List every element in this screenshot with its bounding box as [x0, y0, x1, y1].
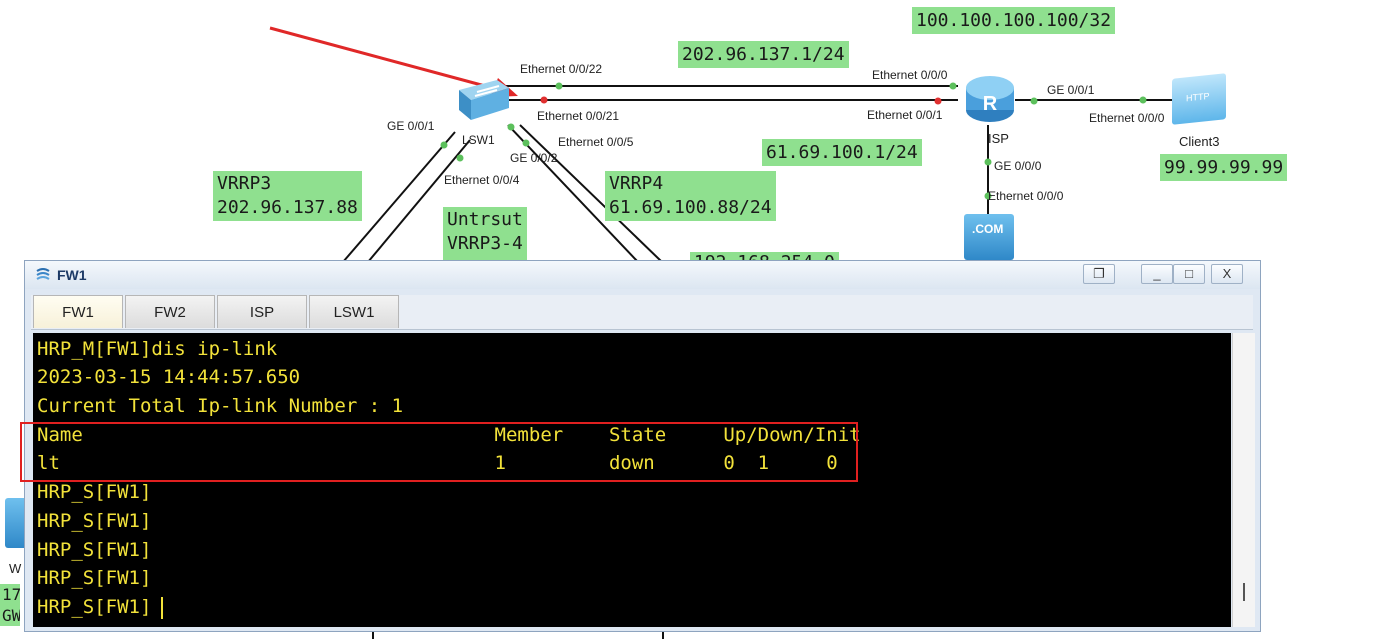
note-partial: 192.168.254.0: [690, 252, 839, 262]
link-lsw1-fw-b: [367, 139, 471, 263]
console-line: HRP_S[FW1]: [37, 510, 152, 532]
note-vrrp4-title: VRRP4: [609, 173, 664, 194]
port-label: Ethernet 0/0/1: [867, 108, 943, 122]
server-badge: .COM: [972, 222, 1004, 236]
annotation-arrow-shaft: [269, 26, 501, 92]
port-label: Ethernet 0/0/0: [988, 189, 1064, 203]
left-device-label: W: [9, 561, 22, 576]
close-button[interactable]: X: [1211, 264, 1243, 284]
console-line: HRP_S[FW1]: [37, 596, 152, 618]
note-vrrp4: VRRP4 61.69.100.88/24: [605, 171, 776, 221]
port-dot: [1030, 97, 1038, 105]
note-vrrp3-ip: 202.96.137.88: [217, 197, 358, 218]
port-dot: [984, 158, 992, 166]
console-line: Current Total Ip-link Number : 1: [37, 395, 404, 417]
console-line: Name Member State Up/Down/Init: [37, 424, 861, 446]
port-label: GE 0/0/0: [994, 159, 1042, 173]
tab-fw2[interactable]: FW2: [125, 295, 215, 328]
port-dot: [555, 82, 563, 90]
note-vrrp3: VRRP3 202.96.137.88: [213, 171, 362, 221]
console-line: lt 1 down 0 1 0: [37, 452, 838, 474]
port-label: GE 0/0/1: [387, 119, 435, 133]
client-badge: HTTP: [1186, 90, 1210, 104]
note-untrust-sub: VRRP3-4: [447, 233, 523, 254]
port-label: Ethernet 0/0/21: [537, 109, 620, 123]
note-loopback: 100.100.100.100/32: [912, 7, 1116, 34]
app-icon: [36, 268, 50, 280]
note-left-edge: 17 GW: [0, 584, 20, 626]
vertical-scrollbar[interactable]: [1232, 333, 1255, 627]
note-untrust-title: Untrsut: [447, 209, 523, 230]
port-dot: [456, 154, 464, 162]
link-lsw1-fw2-b: [519, 124, 663, 263]
maximize-button[interactable]: □: [1173, 264, 1205, 284]
port-dot: [984, 192, 992, 200]
tab-bar: FW1 FW2 ISP LSW1: [31, 295, 1253, 330]
note-isp-link1: 202.96.137.1/24: [678, 41, 849, 68]
highlight-box: [20, 422, 858, 482]
router-label: ISP: [988, 131, 1009, 146]
note-untrust: Untrsut VRRP3-4: [443, 207, 527, 261]
port-label: Ethernet 0/0/5: [558, 135, 634, 149]
client-label: Client3: [1179, 134, 1220, 149]
svg-text:R: R: [983, 93, 998, 115]
text-cursor: [161, 597, 163, 619]
scrollbar-thumb[interactable]: [1243, 583, 1245, 601]
minimize-button[interactable]: _: [1141, 264, 1173, 284]
port-label: GE 0/0/2: [510, 151, 558, 165]
console-line: HRP_S[FW1]: [37, 481, 152, 503]
server-icon[interactable]: .COM: [964, 214, 1014, 260]
note-vrrp4-ip: 61.69.100.88/24: [609, 197, 772, 218]
window-title: FW1: [57, 267, 87, 283]
console-line: HRP_S[FW1]: [37, 539, 152, 561]
link-lsw1-fw-a: [342, 131, 456, 263]
port-dot: [440, 141, 448, 149]
console-line: HRP_S[FW1]: [37, 567, 152, 589]
port-dot: [949, 82, 957, 90]
restore-button[interactable]: ❐: [1083, 264, 1115, 284]
port-dot: [1139, 96, 1147, 104]
port-label: GE 0/0/1: [1047, 83, 1095, 97]
port-dot: [507, 123, 515, 131]
port-label: Ethernet 0/0/0: [872, 68, 948, 82]
link-lsw1-fw2-a: [507, 124, 639, 263]
switch-label: LSW1: [462, 133, 495, 147]
port-dot: [522, 139, 530, 147]
note-client-ip: 99.99.99.99: [1160, 154, 1288, 181]
router-icon[interactable]: R: [964, 70, 1016, 126]
note-vrrp3-title: VRRP3: [217, 173, 272, 194]
port-label: Ethernet 0/0/22: [520, 62, 603, 76]
tab-isp[interactable]: ISP: [217, 295, 307, 328]
tab-lsw1[interactable]: LSW1: [309, 295, 399, 328]
port-label: Ethernet 0/0/4: [444, 173, 520, 187]
switch-icon[interactable]: [453, 74, 513, 124]
note-left-edge-1: 17: [2, 585, 20, 604]
note-isp-link2: 61.69.100.1/24: [762, 139, 922, 166]
port-dot: [540, 96, 548, 104]
note-left-edge-2: GW: [2, 606, 20, 625]
console-line: 2023-03-15 14:44:57.650: [37, 366, 301, 388]
window-titlebar[interactable]: FW1 ❐ _ □ X: [25, 261, 1260, 289]
port-dot: [934, 97, 942, 105]
console-line: HRP_M[FW1]dis ip-link: [37, 338, 278, 360]
port-label: Ethernet 0/0/0: [1089, 111, 1165, 125]
left-server-icon[interactable]: [5, 498, 27, 548]
tab-fw1[interactable]: FW1: [33, 295, 123, 328]
client-monitor-icon[interactable]: HTTP: [1172, 73, 1226, 125]
